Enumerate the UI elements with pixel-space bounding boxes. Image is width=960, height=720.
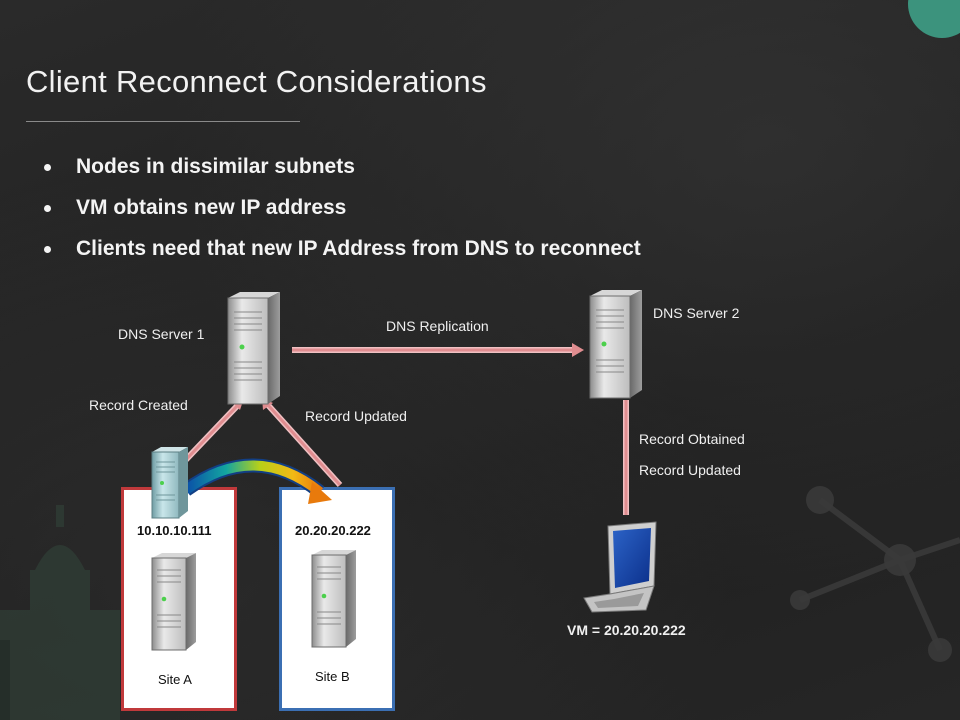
server-icon — [151, 447, 188, 519]
dns-server-2-label: DNS Server 2 — [653, 305, 740, 321]
site-a-label: Site A — [158, 672, 192, 687]
dns-server-1-label: DNS Server 1 — [118, 326, 205, 342]
bullet-list: Nodes in dissimilar subnets VM obtains n… — [44, 152, 641, 275]
site-b-label: Site B — [315, 669, 350, 684]
bullet-dot-icon — [44, 246, 51, 253]
bullet-item: VM obtains new IP address — [44, 193, 641, 234]
record-updated-label: Record Updated — [305, 408, 407, 424]
server-icon — [227, 292, 280, 405]
bullet-text: Clients need that new IP Address from DN… — [76, 237, 641, 260]
slide-title: Client Reconnect Considerations — [26, 64, 487, 99]
server-icon — [311, 550, 356, 648]
site-a-ip: 10.10.10.111 — [137, 523, 212, 538]
bullet-dot-icon — [44, 164, 51, 171]
laptop-icon — [583, 521, 657, 613]
dns-replication-label: DNS Replication — [386, 318, 489, 334]
title-underline — [26, 121, 300, 122]
server-icon — [151, 553, 196, 651]
bullet-text: VM obtains new IP address — [76, 196, 347, 219]
curved-arrow-icon — [181, 458, 332, 504]
vm-ip-label: VM = 20.20.20.222 — [567, 622, 686, 638]
bullet-dot-icon — [44, 205, 51, 212]
dns-replication-arrow — [292, 343, 584, 357]
bullet-item: Clients need that new IP Address from DN… — [44, 234, 641, 275]
site-b-ip: 20.20.20.222 — [295, 523, 371, 538]
record-updated-label: Record Updated — [639, 462, 741, 478]
record-obtained-label: Record Obtained — [639, 431, 745, 447]
bullet-text: Nodes in dissimilar subnets — [76, 155, 355, 178]
bullet-item: Nodes in dissimilar subnets — [44, 152, 641, 193]
server-icon — [589, 290, 642, 399]
record-created-label: Record Created — [89, 397, 188, 413]
